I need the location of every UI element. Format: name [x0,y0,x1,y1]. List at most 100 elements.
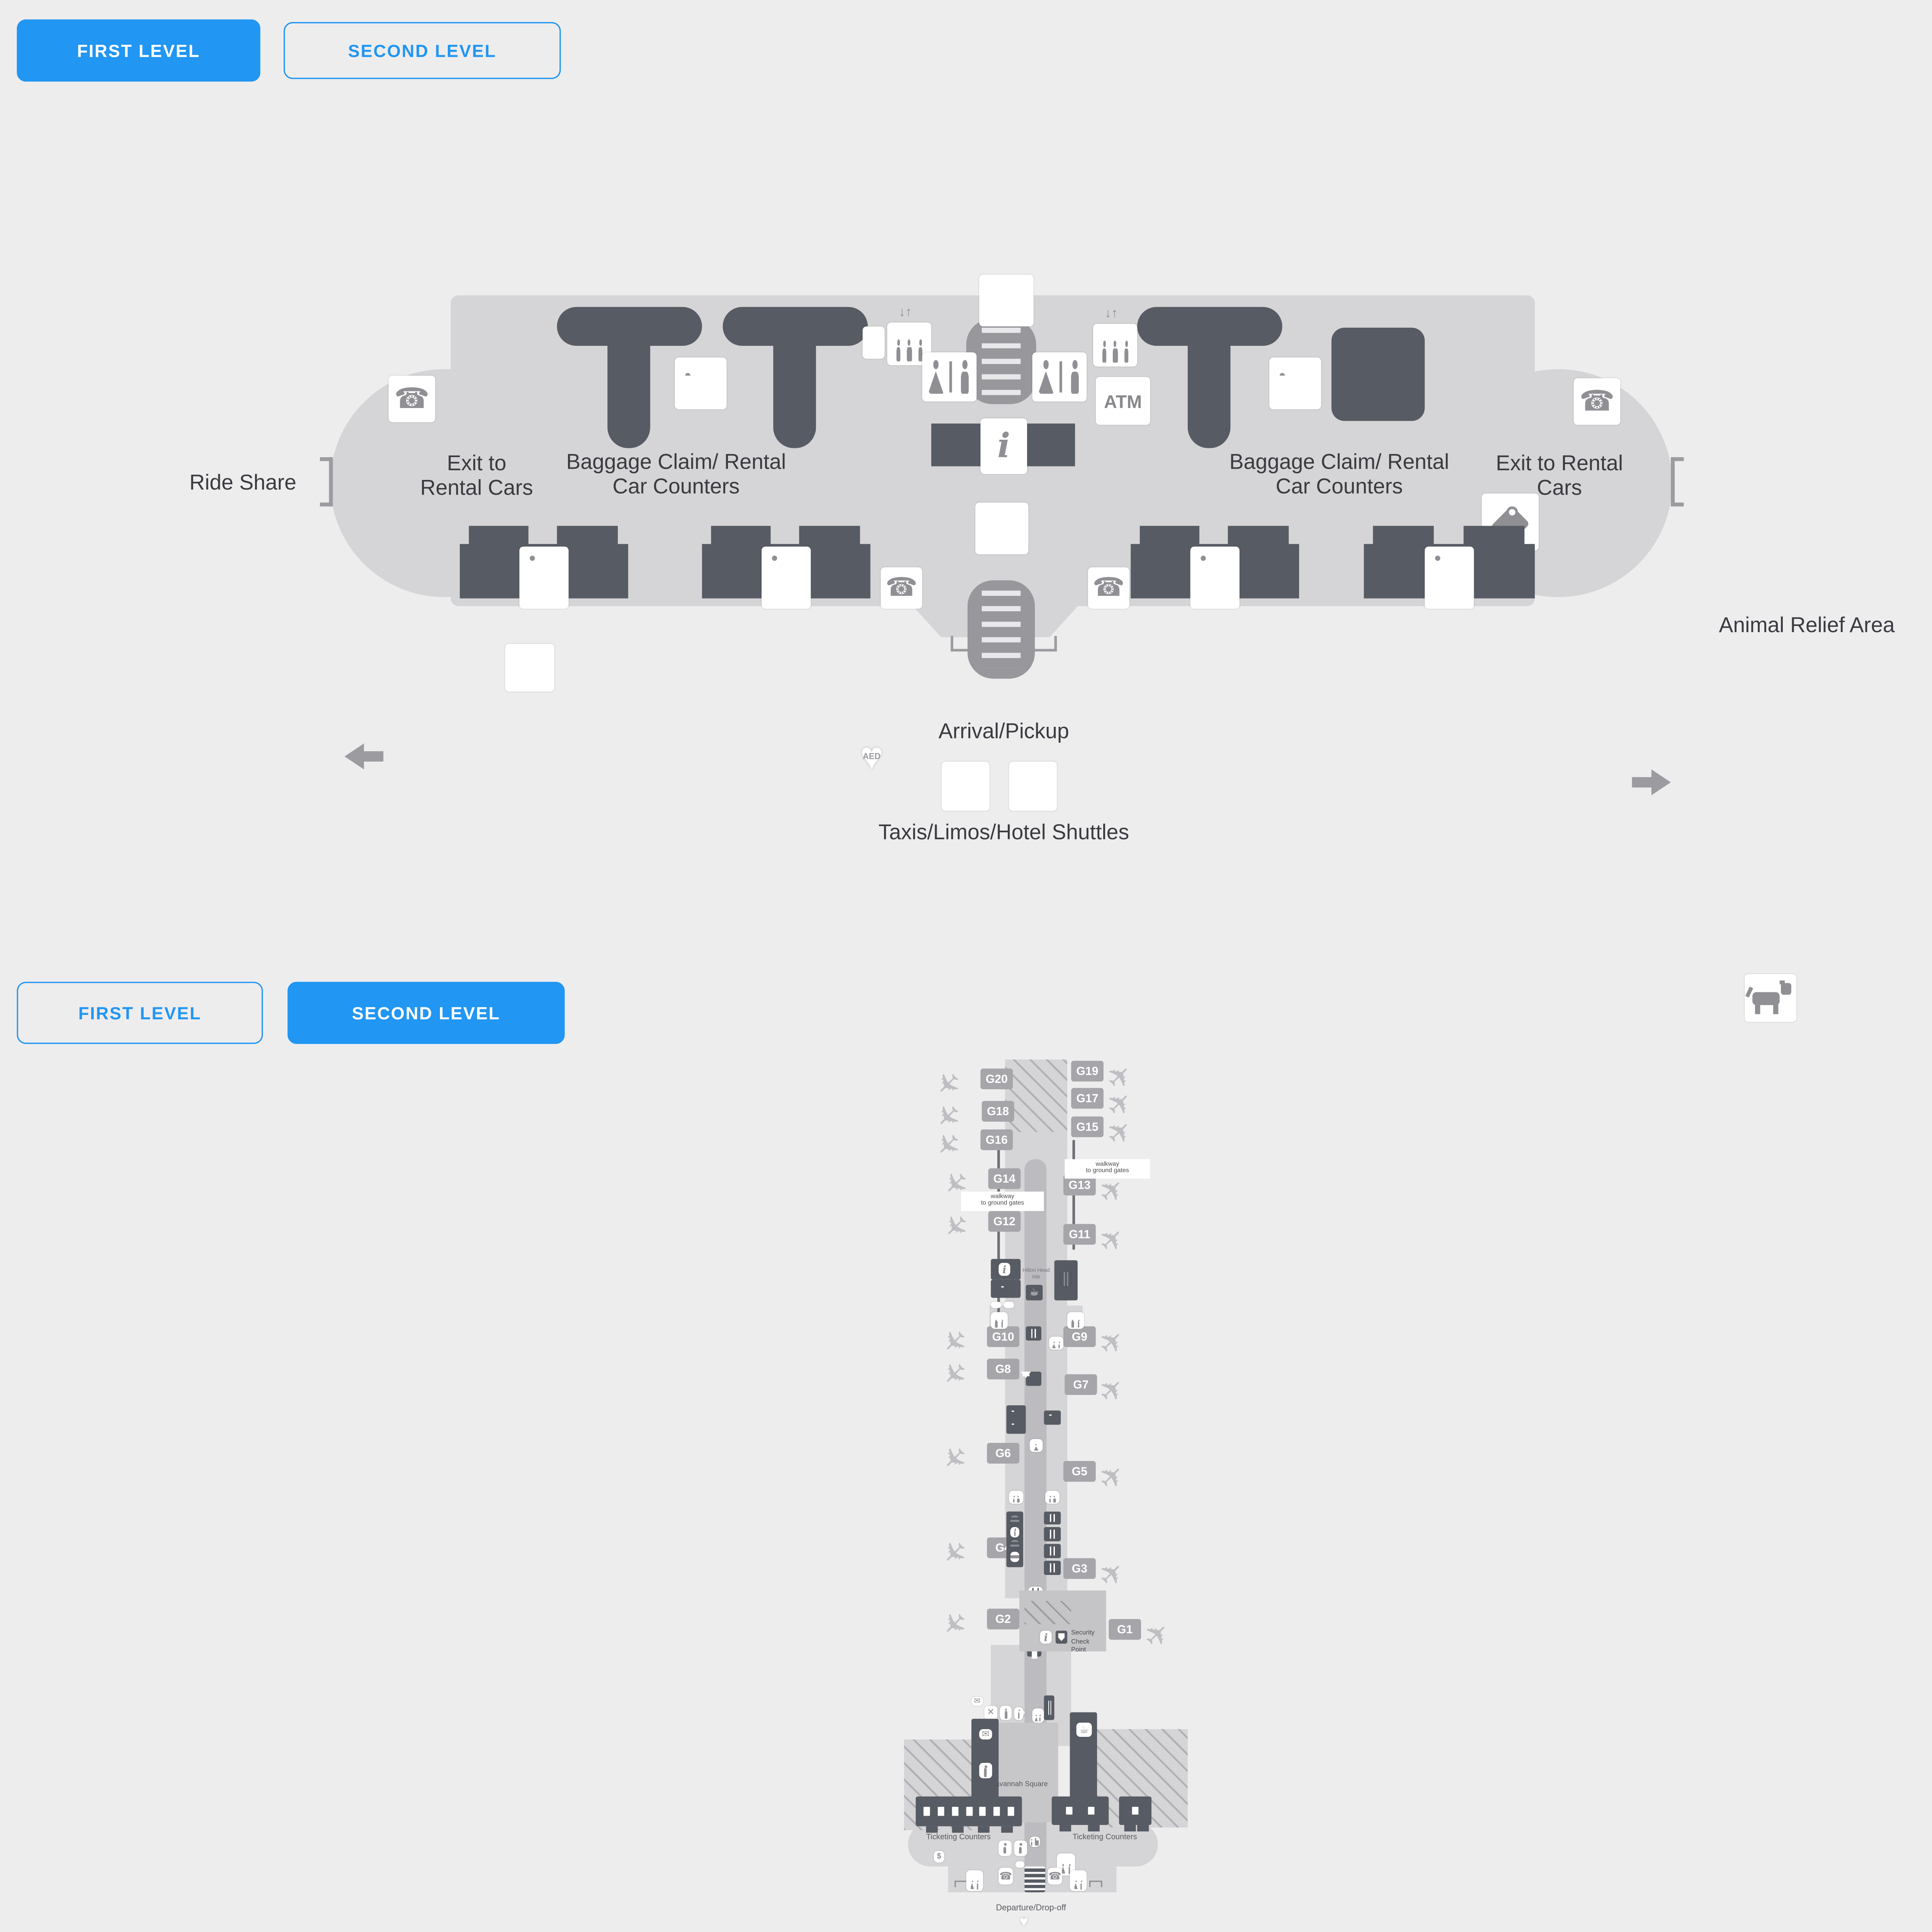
phone-icon: ☎ [998,1867,1013,1885]
airplane-icon: ✈ [1091,1321,1133,1363]
animal-relief-label: Animal Relief Area [1719,614,1895,638]
restaurant-icon [1026,1326,1042,1341]
gate-badge-g8: G8 [987,1359,1020,1379]
news-and-shops-block [1006,1511,1024,1567]
first-level-tab-map1[interactable]: FIRST LEVEL [17,19,260,82]
baggage-claim-icon [675,357,727,410]
gate-badge-g11: G11 [1063,1224,1096,1245]
shops-block-left: ✉ [971,1719,999,1804]
second-level-tab-map2[interactable]: SECOND LEVEL [287,981,565,1044]
baggage-claim-icon [1269,357,1321,410]
exit-bracket-right [1671,457,1684,507]
airplane-icon: ✈ [934,1438,976,1480]
restroom-icon [1032,352,1087,402]
airplane-icon: ✈ [927,1063,969,1105]
airplane-icon: ✈ [934,1321,976,1363]
restroom-icon [922,352,977,402]
gate-badge-g5: G5 [1063,1461,1096,1482]
escalator-icon [979,274,1034,327]
gate-badge-g20: G20 [980,1068,1013,1090]
baggage-carousel-square [1331,328,1425,421]
restaurant-icon [1044,1527,1061,1541]
ride-share-label: Ride Share [189,471,296,495]
gate-badge-g1: G1 [1109,1619,1141,1640]
exit-arrow-right-icon [1629,769,1671,796]
restaurant-block [1044,1695,1054,1720]
airplane-icon: ✈ [927,1124,969,1166]
escalator-column-top [966,318,1036,404]
gate-badge-g6: G6 [987,1443,1020,1464]
mothers-room-icon [1029,1439,1043,1452]
coffee-icon: ☕ [1026,1285,1043,1301]
gate-badge-g12: G12 [988,1211,1021,1232]
info-counter-right [1026,423,1075,466]
airplane-icon: ✈ [1136,1614,1178,1656]
info-i-glyph: i [997,427,1010,466]
bench-icon [1089,1881,1102,1887]
restroom-mini-icon [1070,1870,1087,1891]
restaurant-icon [1044,1511,1061,1525]
restroom-mini-icon [1049,1337,1063,1350]
restroom-mini-icon [966,1870,983,1891]
mail-icon: ✉ [971,1697,983,1706]
escalator-icon [975,502,1029,554]
atm-mini-icon [1003,1301,1014,1308]
taxis-limos-label: Taxis/Limos/Hotel Shuttles [878,821,1129,845]
elevator-icon [1014,1707,1024,1720]
gate-badge-g15: G15 [1071,1116,1104,1138]
shuttle-bus-icon [1009,761,1057,811]
ticketing-counters-block-right2 [1119,1796,1151,1832]
bench-icon [954,1881,968,1887]
info-counter-left [931,423,981,466]
phone-icon: ☎ [1573,378,1621,425]
elevator-icon [998,1840,1012,1856]
info-kiosk-block: i [991,1259,1021,1280]
ticketing-counters-right-label: Ticketing Counters [1072,1834,1137,1842]
airplane-icon: ✈ [1091,1219,1133,1261]
exit-arrow-left-icon [344,743,386,770]
baggage-claim-left-label: Baggage Claim/ Rental Car Counters [566,451,786,500]
gate-badge-g9: G9 [1063,1326,1096,1347]
walkway-edge-line [997,1139,1000,1328]
rental-counter-block [702,526,871,609]
person-icon [1000,1706,1012,1720]
escalator-column-bottom [967,580,1035,679]
departure-dropoff-label: Departure/Drop-off [996,1904,1066,1913]
close-icon: ✕ [984,1706,998,1720]
gate-badge-g2: G2 [987,1609,1020,1629]
elevator-icon [1045,1491,1060,1504]
vending-mini-icon [1029,1837,1040,1847]
airplane-icon: ✈ [1091,1456,1133,1498]
second-level-tab-map1[interactable]: SECOND LEVEL [284,22,561,79]
ticketing-counters-block-right [1051,1796,1109,1832]
airplane-icon: ✈ [1091,1553,1133,1595]
atm-mini-icon [1015,1861,1025,1868]
airplane-icon: ✈ [934,1532,976,1574]
departure-stairs-block [1024,1866,1046,1893]
currency-exchange-icon: $ [934,1851,944,1863]
information-icon: i [980,418,1027,474]
shield-icon [1055,1631,1068,1644]
restaurant-icon [1044,1561,1061,1575]
elevator-icon [1009,1491,1024,1504]
airplane-icon: ✈ [934,1604,976,1645]
arrival-pickup-label: Arrival/Pickup [938,720,1069,744]
exit-rental-left-label: Exit to Rental Cars [420,452,533,501]
gate-badge-g10: G10 [987,1326,1020,1347]
first-level-tab-map2[interactable]: FIRST LEVEL [17,981,263,1044]
airplane-icon: ✈ [934,1354,976,1395]
exit-rental-right-label: Exit to Rental Cars [1496,452,1623,501]
elevator-arrows: ↓↑ [1105,307,1118,321]
rental-counter-block [1131,526,1299,609]
ticketing-counters-block-left [915,1796,1022,1833]
atm-icon: ATM [1095,377,1150,425]
shop-block [991,1279,1021,1298]
airplane-icon: ✈ [935,1206,977,1248]
elevator-arrows: ↓↑ [899,306,912,320]
gate-badge-g16: G16 [980,1129,1013,1150]
aed-icon: ♥ [1019,1914,1028,1930]
